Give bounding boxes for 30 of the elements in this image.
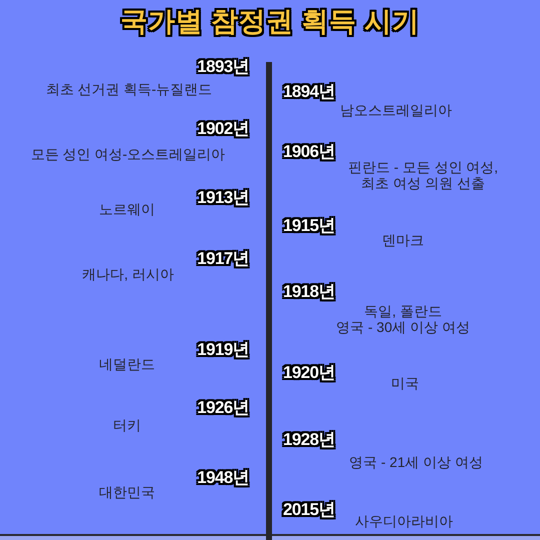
year-label: 1948년 — [197, 468, 249, 488]
year-label: 1906년 — [283, 142, 335, 162]
event-text: 남오스트레일리아 — [340, 102, 452, 118]
event-text: 덴마크 — [382, 232, 424, 248]
year-label: 1918년 — [283, 282, 335, 302]
year-label: 1926년 — [197, 398, 249, 418]
event-text: 미국 — [391, 374, 419, 392]
event-text: 독일, 폴란드 — [364, 302, 442, 320]
event-text: 터키 — [113, 416, 141, 434]
year-label: 2015년 — [283, 500, 335, 520]
event-text: 네덜란드 — [99, 356, 155, 372]
event-text: 모든 성인 여성-오스트레일리아 — [30, 146, 226, 162]
year-label: 1920년 — [283, 363, 335, 383]
event-text: 노르웨이 — [99, 200, 155, 218]
event-text: 대한민국 — [99, 484, 155, 500]
year-label: 1902년 — [197, 119, 249, 139]
title: 국가별 참정권 획득 시기 — [120, 6, 420, 38]
year-label: 1893년 — [197, 57, 249, 77]
year-label: 1894년 — [283, 82, 335, 102]
year-label: 1915년 — [283, 216, 335, 236]
year-label: 1928년 — [283, 430, 335, 450]
year-label: 1913년 — [197, 188, 249, 208]
year-label: 1919년 — [197, 340, 249, 360]
year-label: 1917년 — [197, 249, 249, 269]
event-text: 사우디아라비아 — [355, 512, 453, 530]
event-text: 캐나다, 러시아 — [82, 266, 174, 282]
event-text: 영국 - 21세 이상 여성 — [349, 454, 483, 470]
event-text: 핀란드 - 모든 성인 여성, 최초 여성 의원 선출 — [346, 158, 500, 192]
event-text: 영국 - 30세 이상 여성 — [336, 318, 470, 336]
event-text: 최초 선거권 획득-뉴질랜드 — [46, 80, 212, 98]
